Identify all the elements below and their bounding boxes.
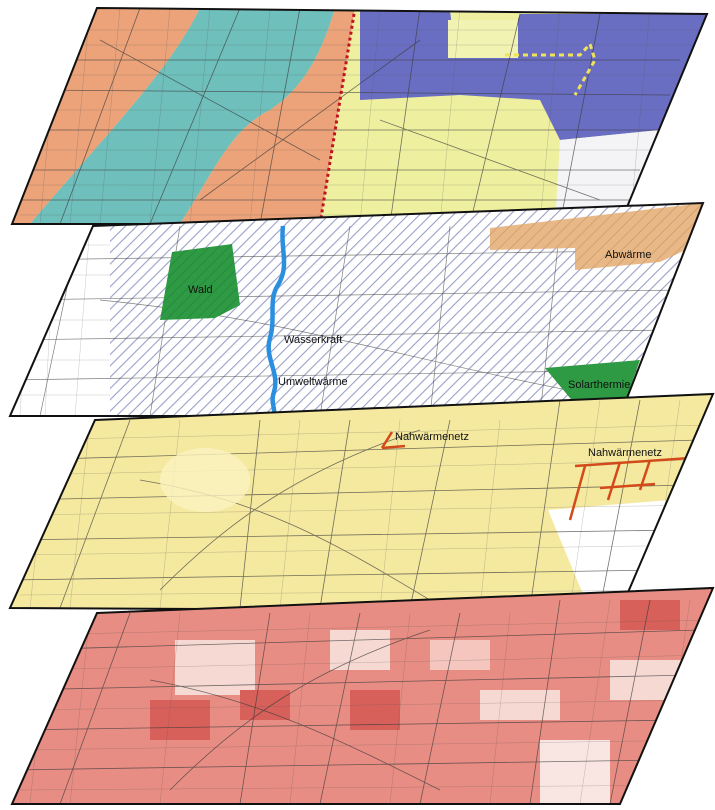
heat-networks-white-east (548, 500, 670, 611)
label-nahwaermenetz-2: Nahwärmenetz (588, 447, 662, 459)
heat-demand-dark-2 (350, 690, 400, 730)
zone-yellow-top (448, 20, 518, 58)
heat-network-west (380, 431, 406, 450)
label-wald: Wald (188, 284, 213, 296)
heat-demand-frame (10, 586, 715, 805)
heat-demand-street-lines (12, 599, 701, 804)
zone-white-east (555, 130, 660, 224)
layer-zones (10, 6, 709, 225)
heat-demand-dark-3 (620, 600, 680, 630)
label-umweltwaerme: Umweltwärme (278, 376, 348, 388)
river-line (266, 225, 287, 416)
heat-demand-light-4 (480, 690, 560, 720)
zone-blue (360, 10, 707, 140)
layer-resources: Wald Abwärme Wasserkraft Umweltwärme Sol… (8, 201, 705, 417)
layer-heat-demand (10, 586, 715, 805)
heat-demand-light-2 (330, 630, 390, 670)
abwaerme-area-hatch (490, 203, 703, 270)
layer-heat-networks: Nahwärmenetz Nahwärmenetz (8, 392, 715, 613)
zone-border-red (318, 8, 357, 224)
label-abwaerme: Abwärme (605, 249, 651, 261)
zone-border-yellow (505, 41, 597, 96)
heat-network-east (568, 456, 691, 521)
heat-demand-light-5 (540, 740, 610, 804)
forest-area-hatch (160, 244, 240, 320)
resources-white-west (10, 226, 110, 416)
label-wasserkraft: Wasserkraft (284, 334, 342, 346)
label-solarthermie: Solarthermie (568, 379, 630, 391)
heat-networks-street-lines (10, 399, 701, 609)
label-nahwaermenetz-1: Nahwärmenetz (395, 431, 469, 443)
heat-demand-light-6 (610, 660, 690, 700)
heat-networks-open-area (160, 448, 250, 512)
heat-demand-light-3 (430, 640, 490, 670)
heat-demand-light-1 (175, 640, 255, 695)
heat-demand-dark-1 (150, 700, 210, 740)
